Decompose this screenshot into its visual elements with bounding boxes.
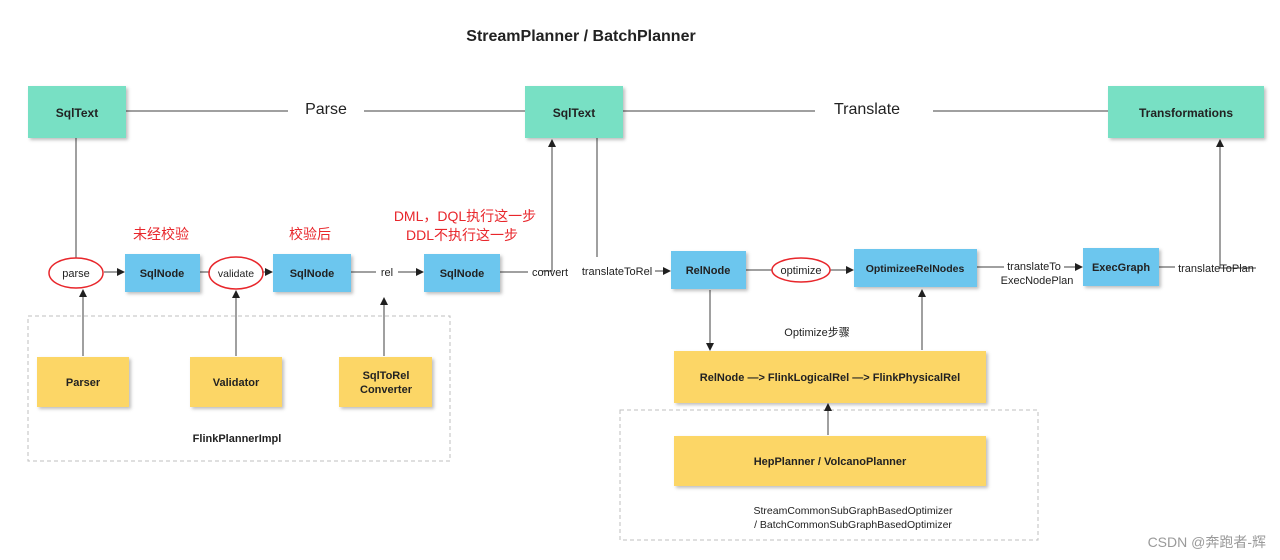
execgraph-box [1083, 248, 1159, 286]
sqltext-box-mid [525, 86, 623, 138]
sqltorel-label-2: Converter [360, 384, 413, 396]
planners-label: HepPlanner / VolcanoPlanner [754, 456, 907, 468]
dml-annotation-line1: DML，DQL执行这一步 [394, 208, 536, 224]
optimized-relnodes-box [854, 249, 977, 287]
sqlnode-1-label: SqlNode [140, 268, 185, 280]
parse-stage-label: Parse [305, 101, 347, 118]
parser-label: Parser [66, 377, 101, 389]
rel-label: rel [381, 267, 393, 279]
flink-planner-impl-group [27, 315, 451, 462]
flink-planner-impl-label: FlinkPlannerImpl [193, 433, 282, 445]
validated-annotation: 校验后 [289, 226, 331, 242]
execgraph-label: ExecGraph [1092, 262, 1150, 274]
dml-annotation-line2: DDL不执行这一步 [406, 227, 518, 243]
optimize-ellipse [771, 257, 831, 283]
translate-stage-label: Translate [834, 101, 900, 118]
unvalidated-annotation: 未经校验 [133, 226, 189, 242]
sqlnode-box-1 [125, 254, 200, 292]
translate-to-plan-label: translateToPlan [1178, 263, 1254, 275]
optimized-relnodes-label: OptimizeeRelNodes [866, 263, 965, 275]
validate-step-label: validate [218, 268, 254, 280]
validator-label: Validator [213, 377, 260, 389]
sqltext-mid-label: SqlText [553, 106, 595, 120]
sqlnode-2-label: SqlNode [290, 268, 335, 280]
diagram-title: StreamPlanner / BatchPlanner [466, 28, 695, 45]
rel-chain-label: RelNode —> FlinkLogicalRel —> FlinkPhysi… [700, 372, 960, 384]
translate-to-exec-label-2: ExecNodePlan [1001, 275, 1074, 287]
translate-to-rel-label: translateToRel [582, 266, 652, 278]
optimizer-label-1: StreamCommonSubGraphBasedOptimizer [754, 505, 954, 517]
sqltext-box-left [28, 86, 126, 138]
parser-box [37, 357, 129, 407]
parse-ellipse [48, 257, 104, 289]
relnode-box [671, 251, 746, 289]
optimizer-label-2: / BatchCommonSubGraphBasedOptimizer [754, 519, 952, 531]
convert-label: convert [532, 267, 568, 279]
sqlnode-box-3 [424, 254, 500, 292]
watermark: CSDN @奔跑者-辉 [1148, 534, 1266, 550]
sqlnode-box-2 [273, 254, 351, 292]
transformations-box [1108, 86, 1264, 138]
rel-chain-box [674, 351, 986, 403]
optimizer-group [619, 409, 1039, 541]
relnode-label: RelNode [686, 265, 731, 277]
planners-box [674, 436, 986, 486]
sqlnode-3-label: SqlNode [440, 268, 485, 280]
transformations-label: Transformations [1139, 106, 1233, 120]
parse-step-label: parse [62, 268, 90, 280]
optimize-step-label: optimize [781, 265, 822, 277]
plan-to-transformations-arrow [1216, 139, 1256, 269]
convert-to-sqltext-arrow [542, 139, 556, 272]
sqltext-left-label: SqlText [56, 106, 98, 120]
validator-box [190, 357, 282, 407]
translate-to-exec-label-1: translateTo [1007, 261, 1061, 273]
optimize-steps-label: Optimize步骤 [784, 326, 849, 339]
sqltorel-label-1: SqlToRel [363, 370, 410, 382]
validate-ellipse [208, 256, 264, 290]
sqltorel-converter-box [339, 357, 432, 407]
